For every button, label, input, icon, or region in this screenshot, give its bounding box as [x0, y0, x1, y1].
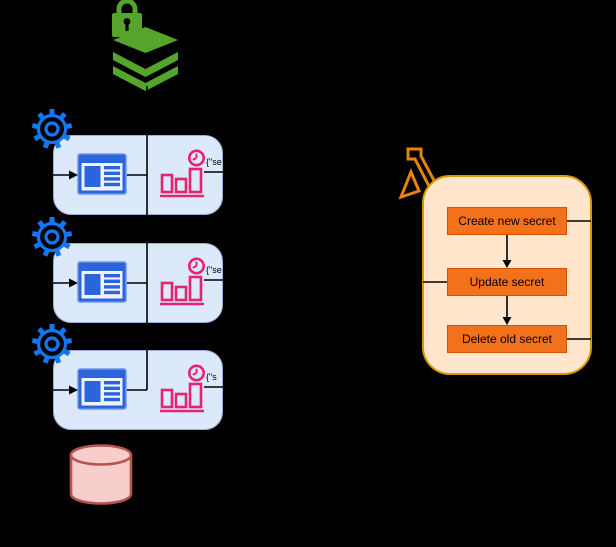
secret-json-label: {"se: [206, 157, 222, 167]
secured-layers-lock-icon: [112, 0, 178, 91]
step-create-new-secret: Create new secret: [447, 207, 567, 235]
metrics-clock-icon: [160, 364, 205, 413]
metrics-clock-icon: [160, 257, 205, 306]
application-window-icon: [77, 261, 127, 303]
gear-icon: [31, 109, 73, 149]
step-update-secret: Update secret: [447, 268, 567, 296]
step-delete-old-secret: Delete old secret: [447, 325, 567, 353]
metrics-clock-icon: [160, 149, 205, 198]
gear-icon: [31, 217, 73, 257]
database-cylinder-icon: [69, 444, 133, 505]
application-window-icon: [77, 368, 127, 410]
secret-json-label: {"se: [206, 265, 222, 275]
secret-json-label: {"s: [206, 372, 217, 382]
gear-icon: [31, 324, 73, 364]
application-window-icon: [77, 153, 127, 195]
